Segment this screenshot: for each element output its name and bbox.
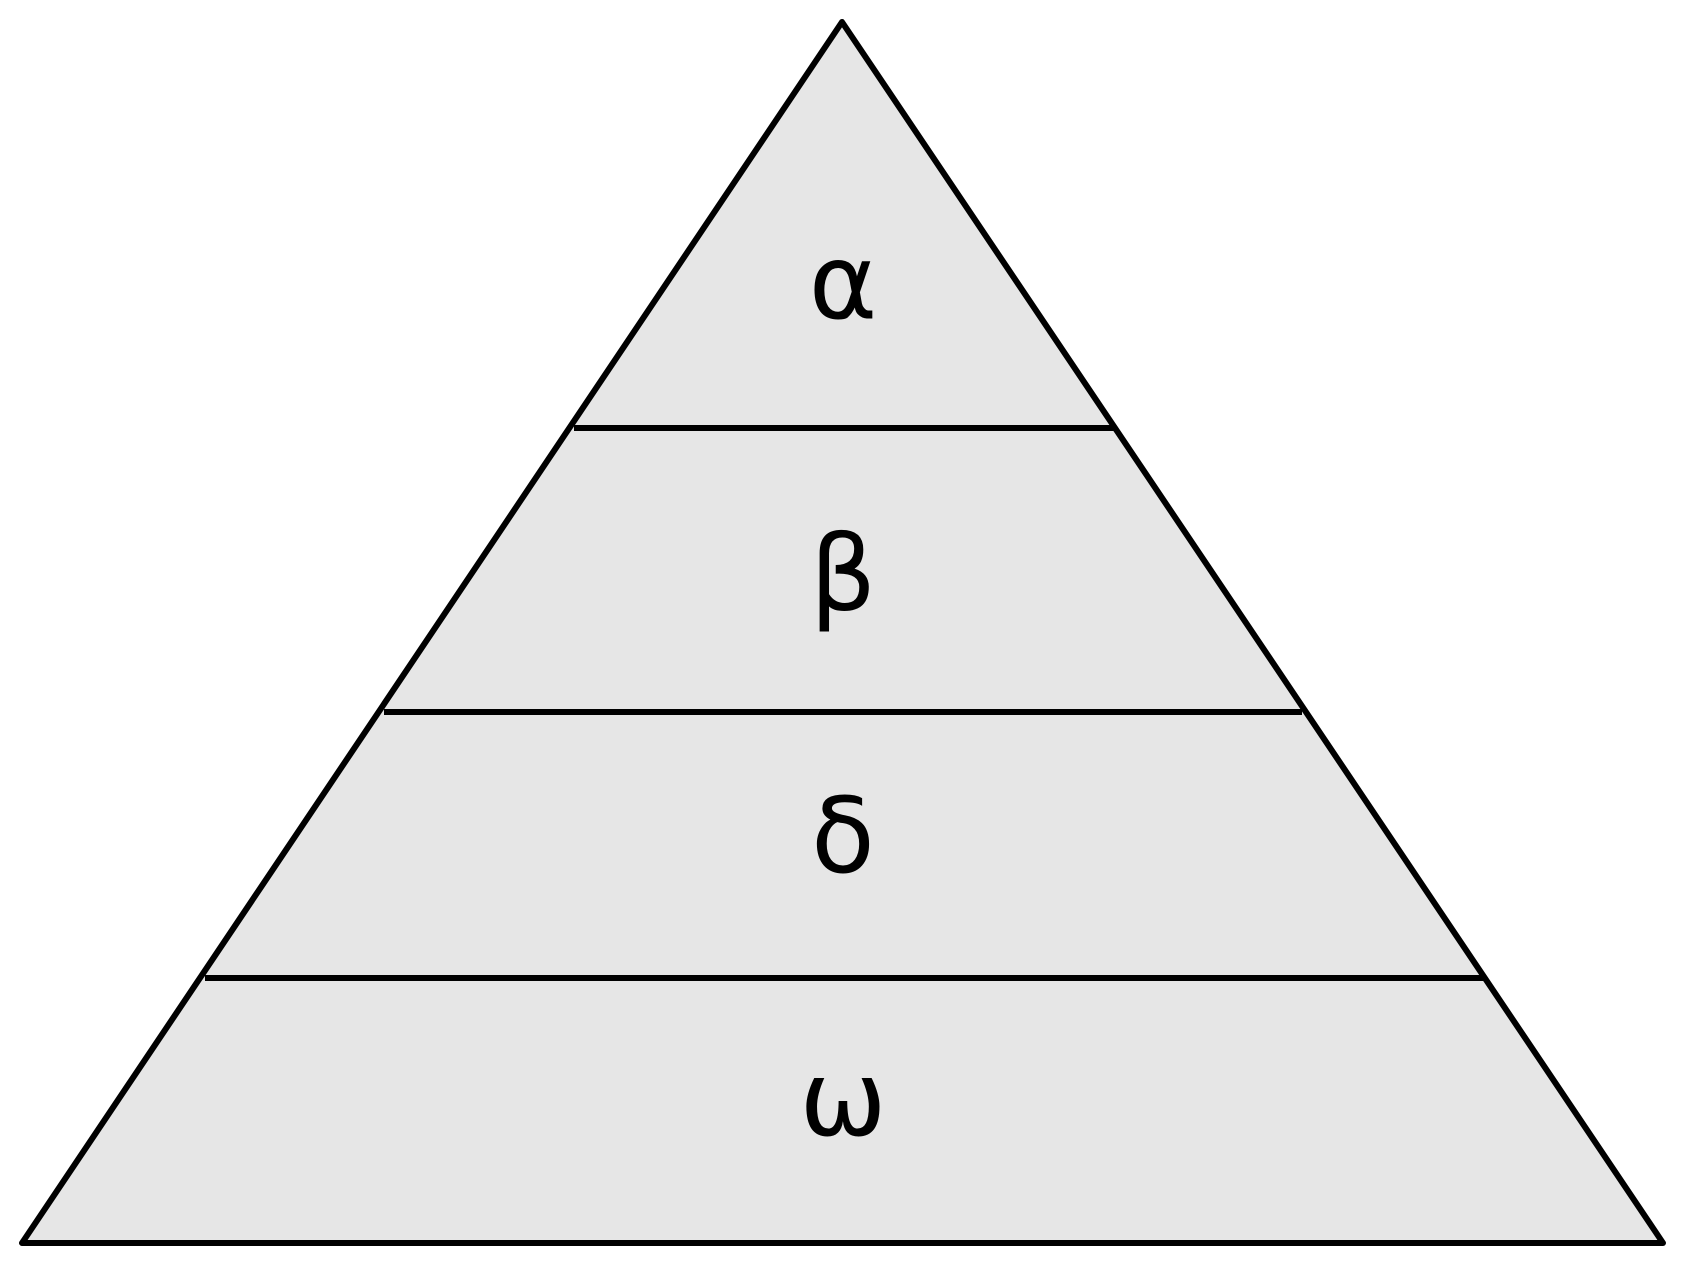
tier-label-beta: β bbox=[810, 513, 876, 635]
tier-label-omega: ω bbox=[799, 1038, 886, 1160]
pyramid-outline bbox=[19, 19, 1666, 1246]
tier-label-delta: δ bbox=[811, 775, 875, 897]
tier-label-alpha: α bbox=[809, 221, 878, 343]
